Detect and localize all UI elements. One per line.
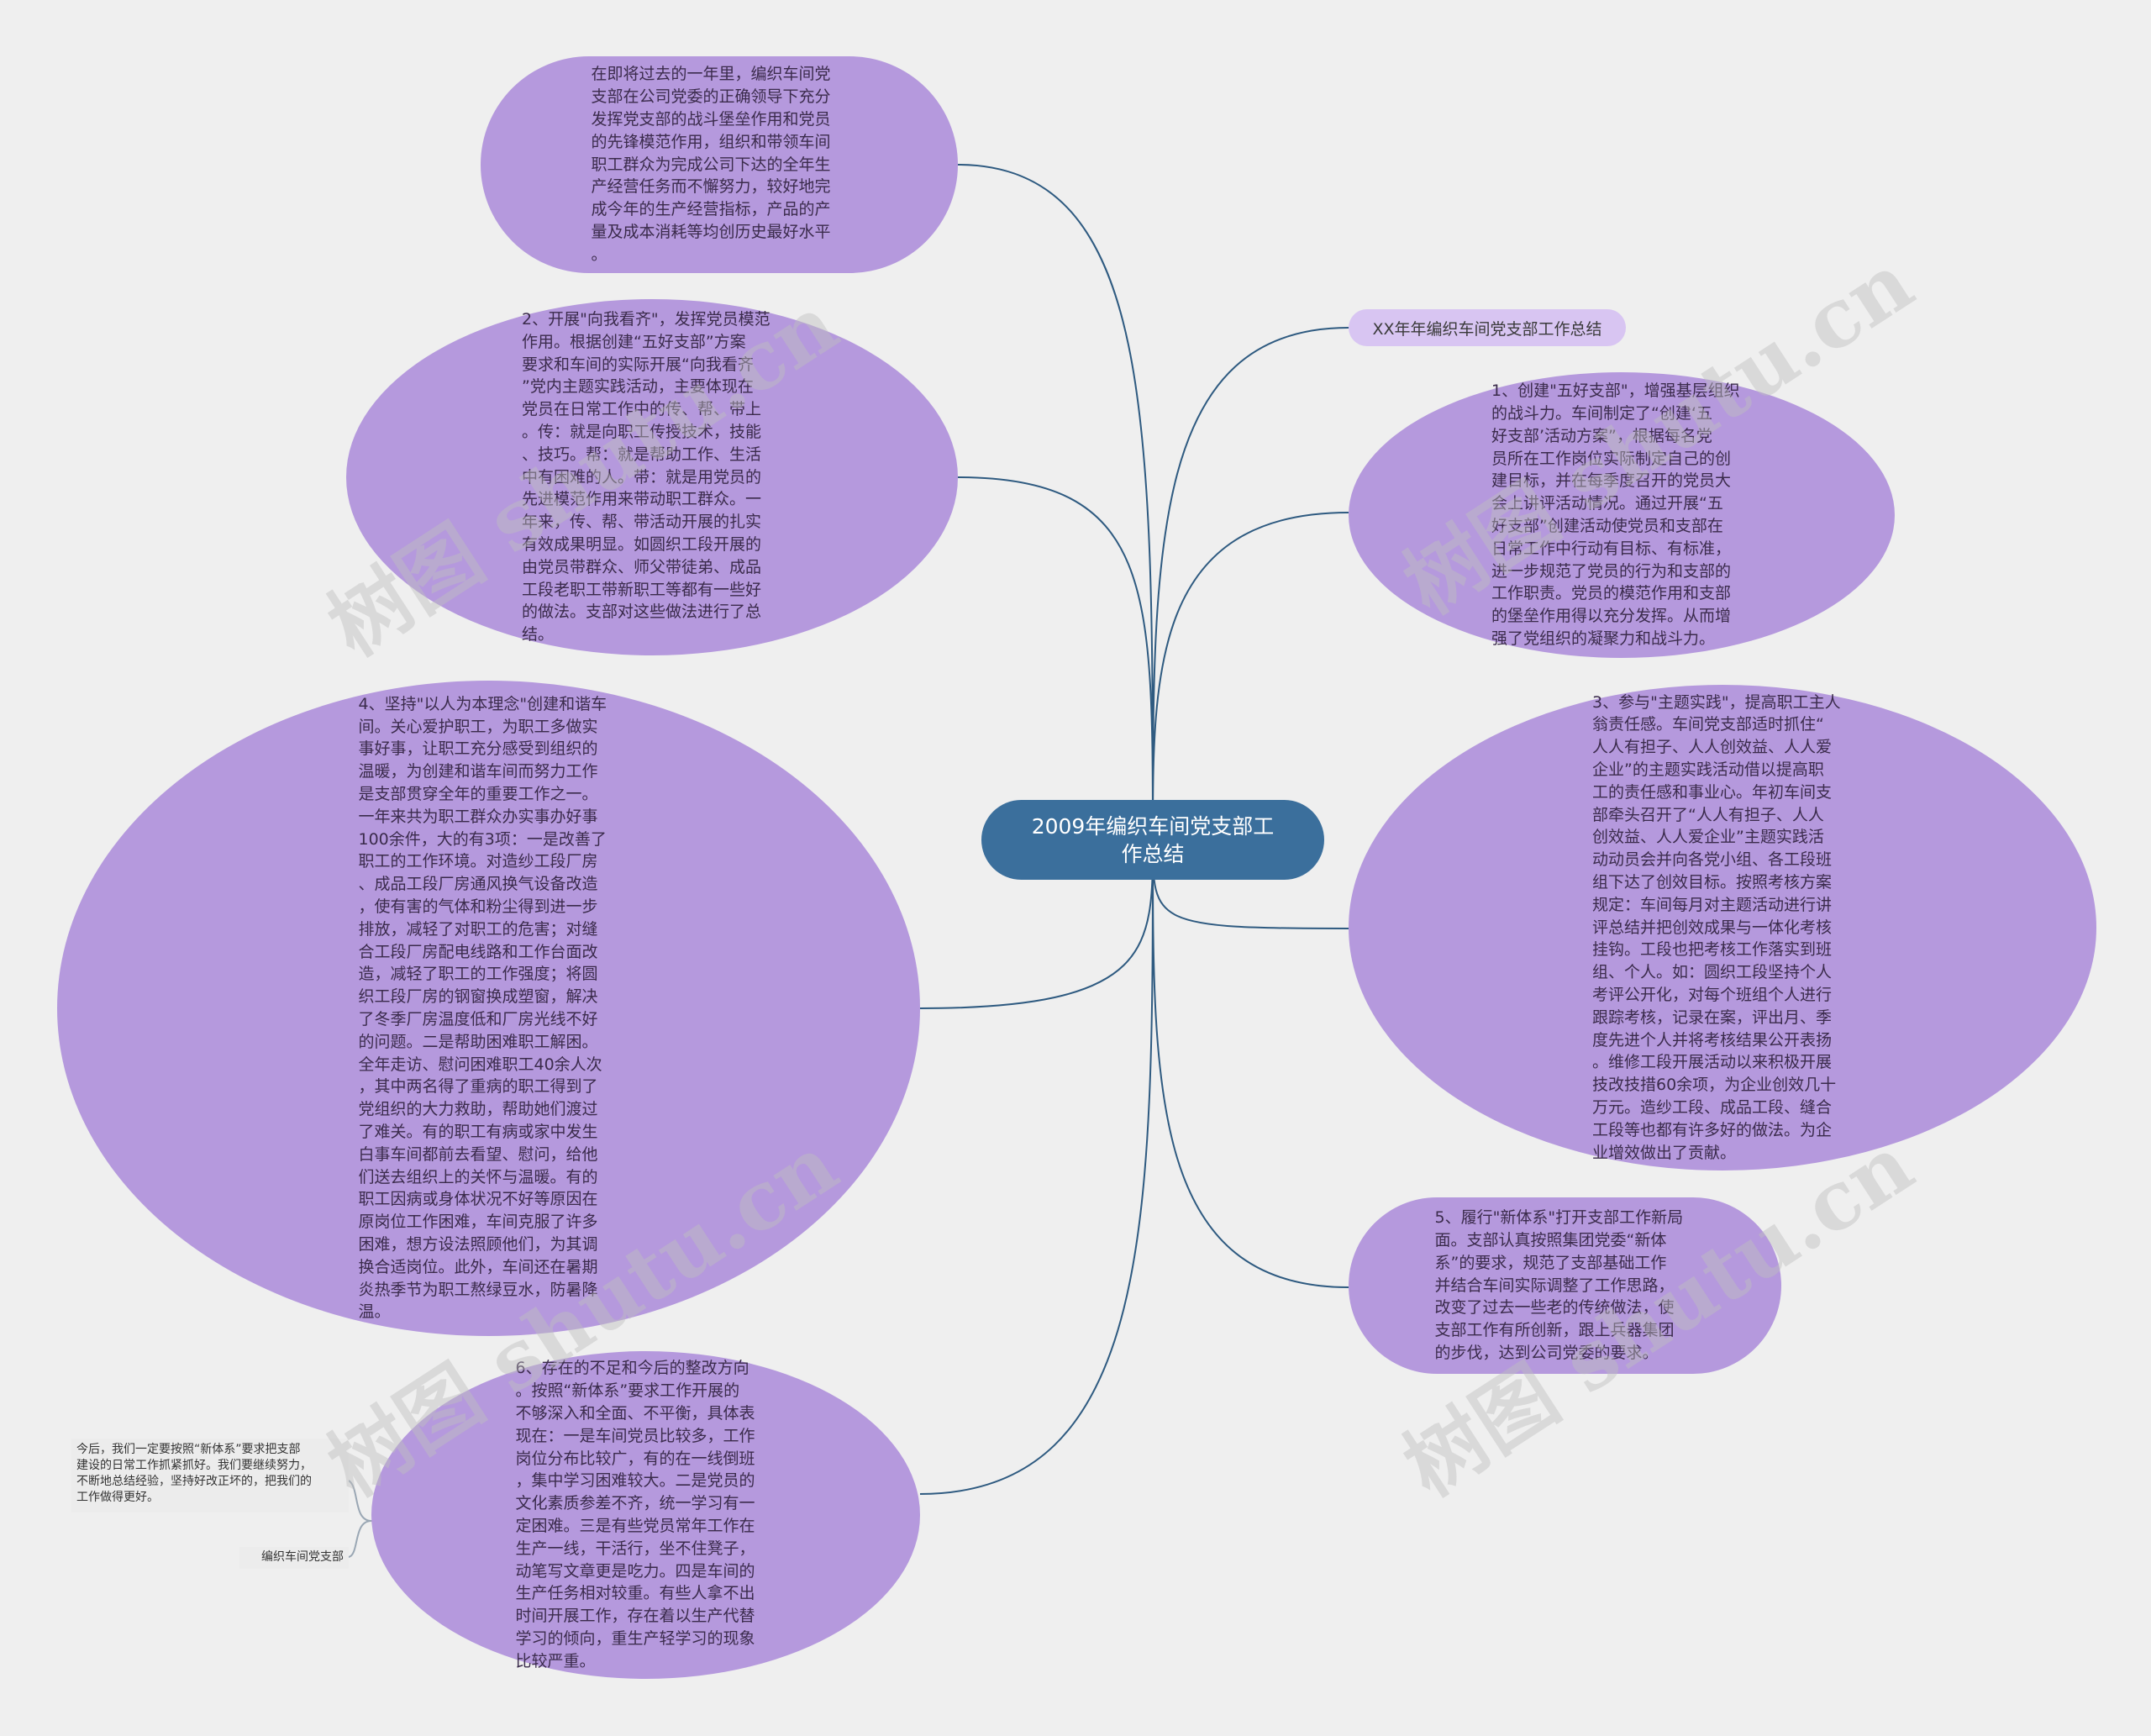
intro-text: 在即将过去的一年里，编织车间党 支部在公司党委的正确领导下充分 发挥党支部的战斗… [591, 65, 831, 264]
item6-text: 6、存在的不足和今后的整改方向 。按照“新体系”要求工作开展的 不够深入和全面、… [515, 1359, 755, 1670]
note-dept[interactable]: 编织车间党支部 [239, 1547, 349, 1569]
item3-text: 3、参与"主题实践"，提高职工主人 翁责任感。车间党支部适时抓住“ 人人有担子、… [1592, 692, 1841, 1162]
item2-text: 2、开展"向我看齐"，发挥党员模范 作用。根据创建“五好支部”方案 要求和车间的… [522, 310, 770, 644]
item3-node[interactable]: 3、参与"主题实践"，提高职工主人 翁责任感。车间党支部适时抓住“ 人人有担子、… [1349, 685, 2096, 1170]
item6-node[interactable]: 6、存在的不足和今后的整改方向 。按照“新体系”要求工作开展的 不够深入和全面、… [371, 1351, 920, 1679]
root-label: 2009年编织车间党支部工 作总结 [1031, 813, 1275, 866]
link-intro [957, 164, 1154, 841]
link-pill [1152, 327, 1349, 841]
item5-text: 5、履行"新体系"打开支部工作新局 面。支部认真按照集团党委“新体 系”的要求，… [1434, 1208, 1684, 1362]
note-future[interactable]: 今后，我们一定要按照“新体系”要求把支部 建设的日常工作抓紧抓好。我们要继续努力… [71, 1439, 349, 1512]
item4-text: 4、坚持"以人为本理念"创建和谐车 间。关心爱护职工，为职工多做实 事好事，让职… [358, 694, 607, 1322]
title-pill[interactable]: XX年年编织车间党支部工作总结 [1349, 309, 1626, 346]
link-item1 [1152, 512, 1349, 841]
item5-node[interactable]: 5、履行"新体系"打开支部工作新局 面。支部认真按照集团党委“新体 系”的要求，… [1349, 1197, 1781, 1374]
link-item6 [919, 839, 1154, 1495]
link-item2 [957, 476, 1154, 841]
intro-node[interactable]: 在即将过去的一年里，编织车间党 支部在公司党委的正确领导下充分 发挥党支部的战斗… [481, 56, 958, 273]
note-dept-text: 编织车间党支部 [261, 1550, 344, 1564]
note-future-text: 今后，我们一定要按照“新体系”要求把支部 建设的日常工作抓紧抓好。我们要继续努力… [76, 1443, 312, 1504]
link-item5 [1152, 839, 1349, 1288]
item4-node[interactable]: 4、坚持"以人为本理念"创建和谐车 间。关心爱护职工，为职工多做实 事好事，让职… [57, 681, 920, 1336]
item1-node[interactable]: 1、创建"五好支部"，增强基层组织 的战斗力。车间制定了“创建‘五 好支部’活动… [1349, 372, 1895, 658]
item2-node[interactable]: 2、开展"向我看齐"，发挥党员模范 作用。根据创建“五好支部”方案 要求和车间的… [346, 299, 958, 655]
root-node[interactable]: 2009年编织车间党支部工 作总结 [981, 800, 1324, 880]
item1-text: 1、创建"五好支部"，增强基层组织 的战斗力。车间制定了“创建‘五 好支部’活动… [1491, 381, 1740, 648]
